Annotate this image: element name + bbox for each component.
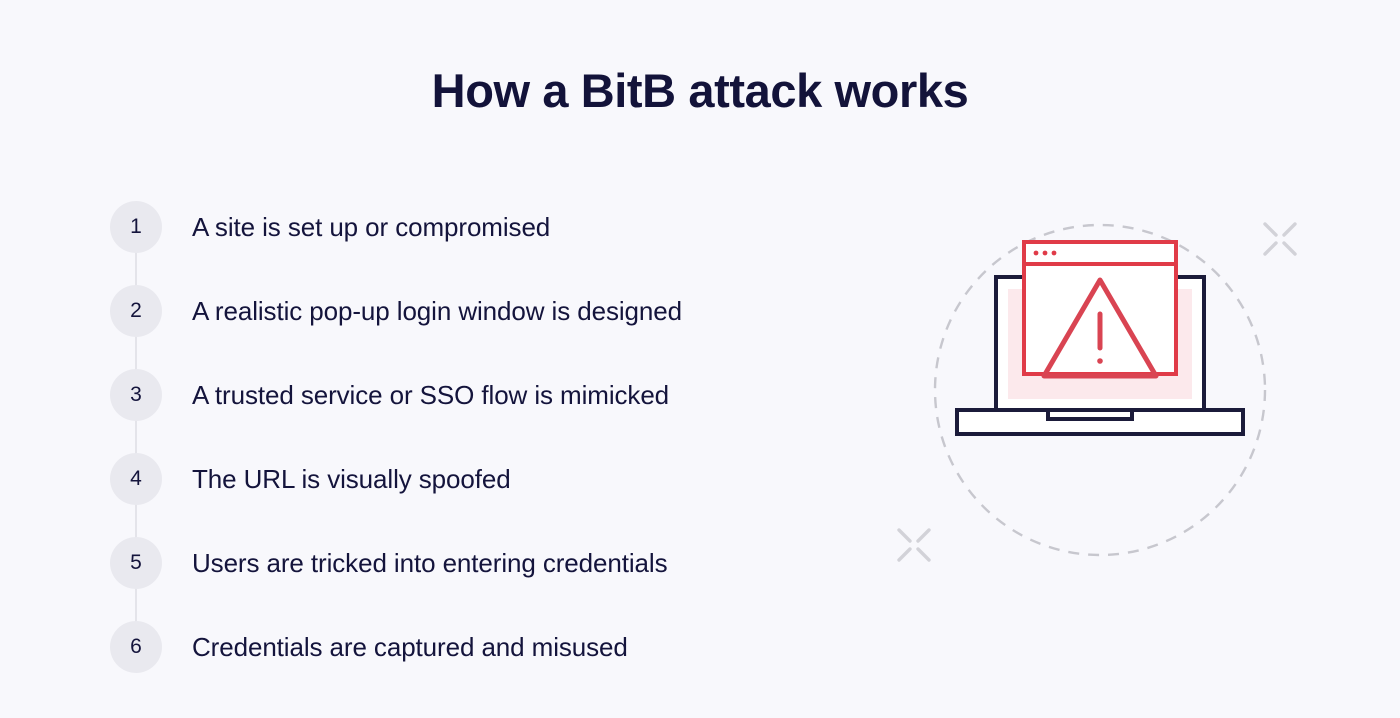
step-label: The URL is visually spoofed: [192, 463, 511, 494]
step-number: 5: [130, 551, 142, 574]
list-item: 5 Users are tricked into entering creden…: [110, 521, 870, 623]
step-number-badge: 3: [110, 369, 162, 421]
step-number: 4: [130, 467, 142, 490]
list-item: 1 A site is set up or compromised: [110, 185, 870, 287]
page-title: How a BitB attack works: [431, 64, 969, 117]
step-label: A trusted service or SSO flow is mimicke…: [192, 379, 670, 410]
dashed-circle: [933, 223, 1267, 557]
step-number-badge: 1: [110, 201, 162, 253]
list-item: 2 A realistic pop-up login window is des…: [110, 269, 870, 371]
browser-titlebar-dots: [1033, 250, 1057, 256]
steps-list: 1 A site is set up or compromised 2 A re…: [110, 185, 870, 689]
step-label: A site is set up or compromised: [192, 211, 551, 242]
laptop-base-notch: [1046, 412, 1134, 421]
sparkle-x-bottom-left: [897, 528, 931, 562]
sparkle-x-top-right: [1263, 222, 1297, 256]
step-number: 1: [130, 215, 142, 238]
warning-triangle-icon: [1041, 277, 1159, 379]
step-label: Credentials are captured and misused: [192, 631, 628, 662]
step-number-badge: 6: [110, 621, 162, 673]
step-number: 2: [130, 299, 142, 322]
step-number-badge: 4: [110, 453, 162, 505]
list-item: 6 Credentials are captured and misused: [110, 605, 870, 689]
browser-titlebar: [1022, 240, 1178, 266]
list-item: 4 The URL is visually spoofed: [110, 437, 870, 539]
illustration: [880, 210, 1320, 610]
step-number-badge: 5: [110, 537, 162, 589]
step-label: Users are tricked into entering credenti…: [192, 547, 668, 578]
step-number: 6: [130, 635, 142, 658]
step-label: A realistic pop-up login window is desig…: [192, 295, 682, 326]
step-number-badge: 2: [110, 285, 162, 337]
list-item: 3 A trusted service or SSO flow is mimic…: [110, 353, 870, 455]
step-number: 3: [130, 383, 142, 406]
